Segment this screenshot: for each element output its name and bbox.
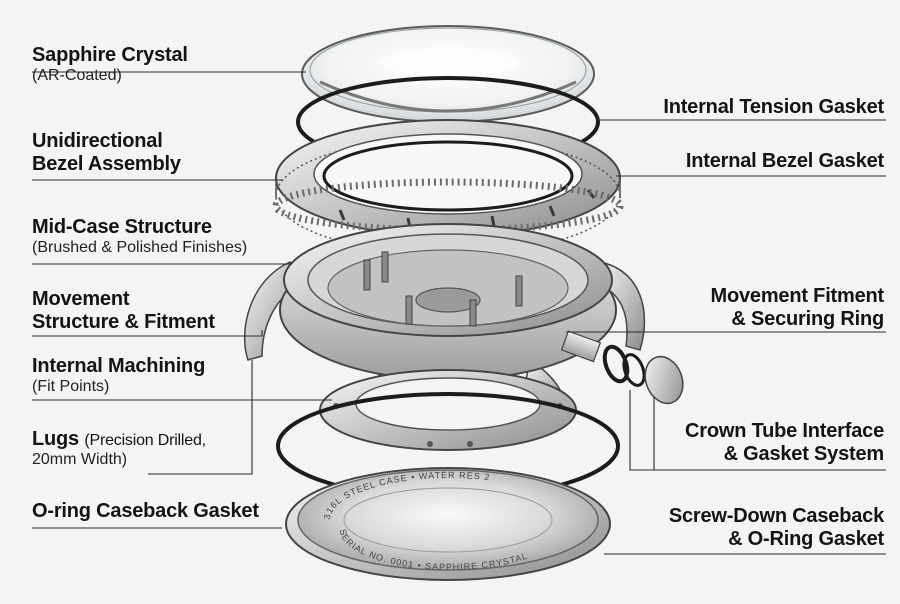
mid-case-part [243,223,684,421]
label-title-line-2: & Gasket System [723,443,885,465]
label-title: Sapphire Crystal [32,44,188,66]
label-title: O-ring Caseback Gasket [32,500,259,522]
label-caseback: Screw-Down Caseback & O-Ring Gasket [669,505,884,551]
label-lugs: Lugs (Precision Drilled, 20mm Width) [32,428,206,469]
label-internal-machining: Internal Machining (Fit Points) [32,355,205,396]
label-title-line-1: Crown Tube Interface [685,420,884,442]
label-title: Lugs [32,428,79,450]
label-subtitle: (Fit Points) [32,378,110,395]
label-tension-gasket: Internal Tension Gasket [663,96,884,119]
label-title-line-1: Movement [32,288,130,310]
label-title-line-2: & O-Ring Gasket [728,528,884,550]
label-bezel-gasket: Internal Bezel Gasket [686,150,884,173]
label-subtitle: 20mm Width) [32,451,128,468]
label-subtitle: (AR-Coated) [32,67,122,84]
label-title: Internal Machining [32,355,206,377]
label-mid-case: Mid-Case Structure (Brushed & Polished F… [32,216,247,257]
label-title: Mid-Case Structure [32,216,212,238]
label-title-line-1: Movement Fitment [710,285,885,307]
sapphire-crystal-part [301,25,595,123]
label-crown-tube: Crown Tube Interface & Gasket System [685,420,884,466]
label-securing-ring: Movement Fitment & Securing Ring [710,285,885,331]
caseback-part: 316L STEEL CASE • WATER RES 2 SERIAL NO.… [285,467,611,581]
securing-ring-part [319,369,577,451]
label-title-line-1: Unidirectional [32,130,163,152]
label-bezel-assembly: Unidirectional Bezel Assembly [32,130,181,176]
label-title: Internal Bezel Gasket [685,150,884,172]
label-movement-structure: Movement Structure & Fitment [32,288,215,334]
label-title-line-2: Bezel Assembly [32,153,181,175]
label-title: Internal Tension Gasket [663,96,884,118]
label-title-line-2: & Securing Ring [731,308,884,330]
label-sapphire-crystal: Sapphire Crystal (AR-Coated) [32,44,188,85]
label-subtitle: (Brushed & Polished Finishes) [32,239,248,256]
label-title-line-2: Structure & Fitment [32,311,215,333]
leader-lines [32,71,886,555]
label-oring-gasket: O-ring Caseback Gasket [32,500,259,523]
label-inline-subtitle: (Precision Drilled, [84,432,206,449]
label-title-line-1: Screw-Down Caseback [668,505,884,527]
